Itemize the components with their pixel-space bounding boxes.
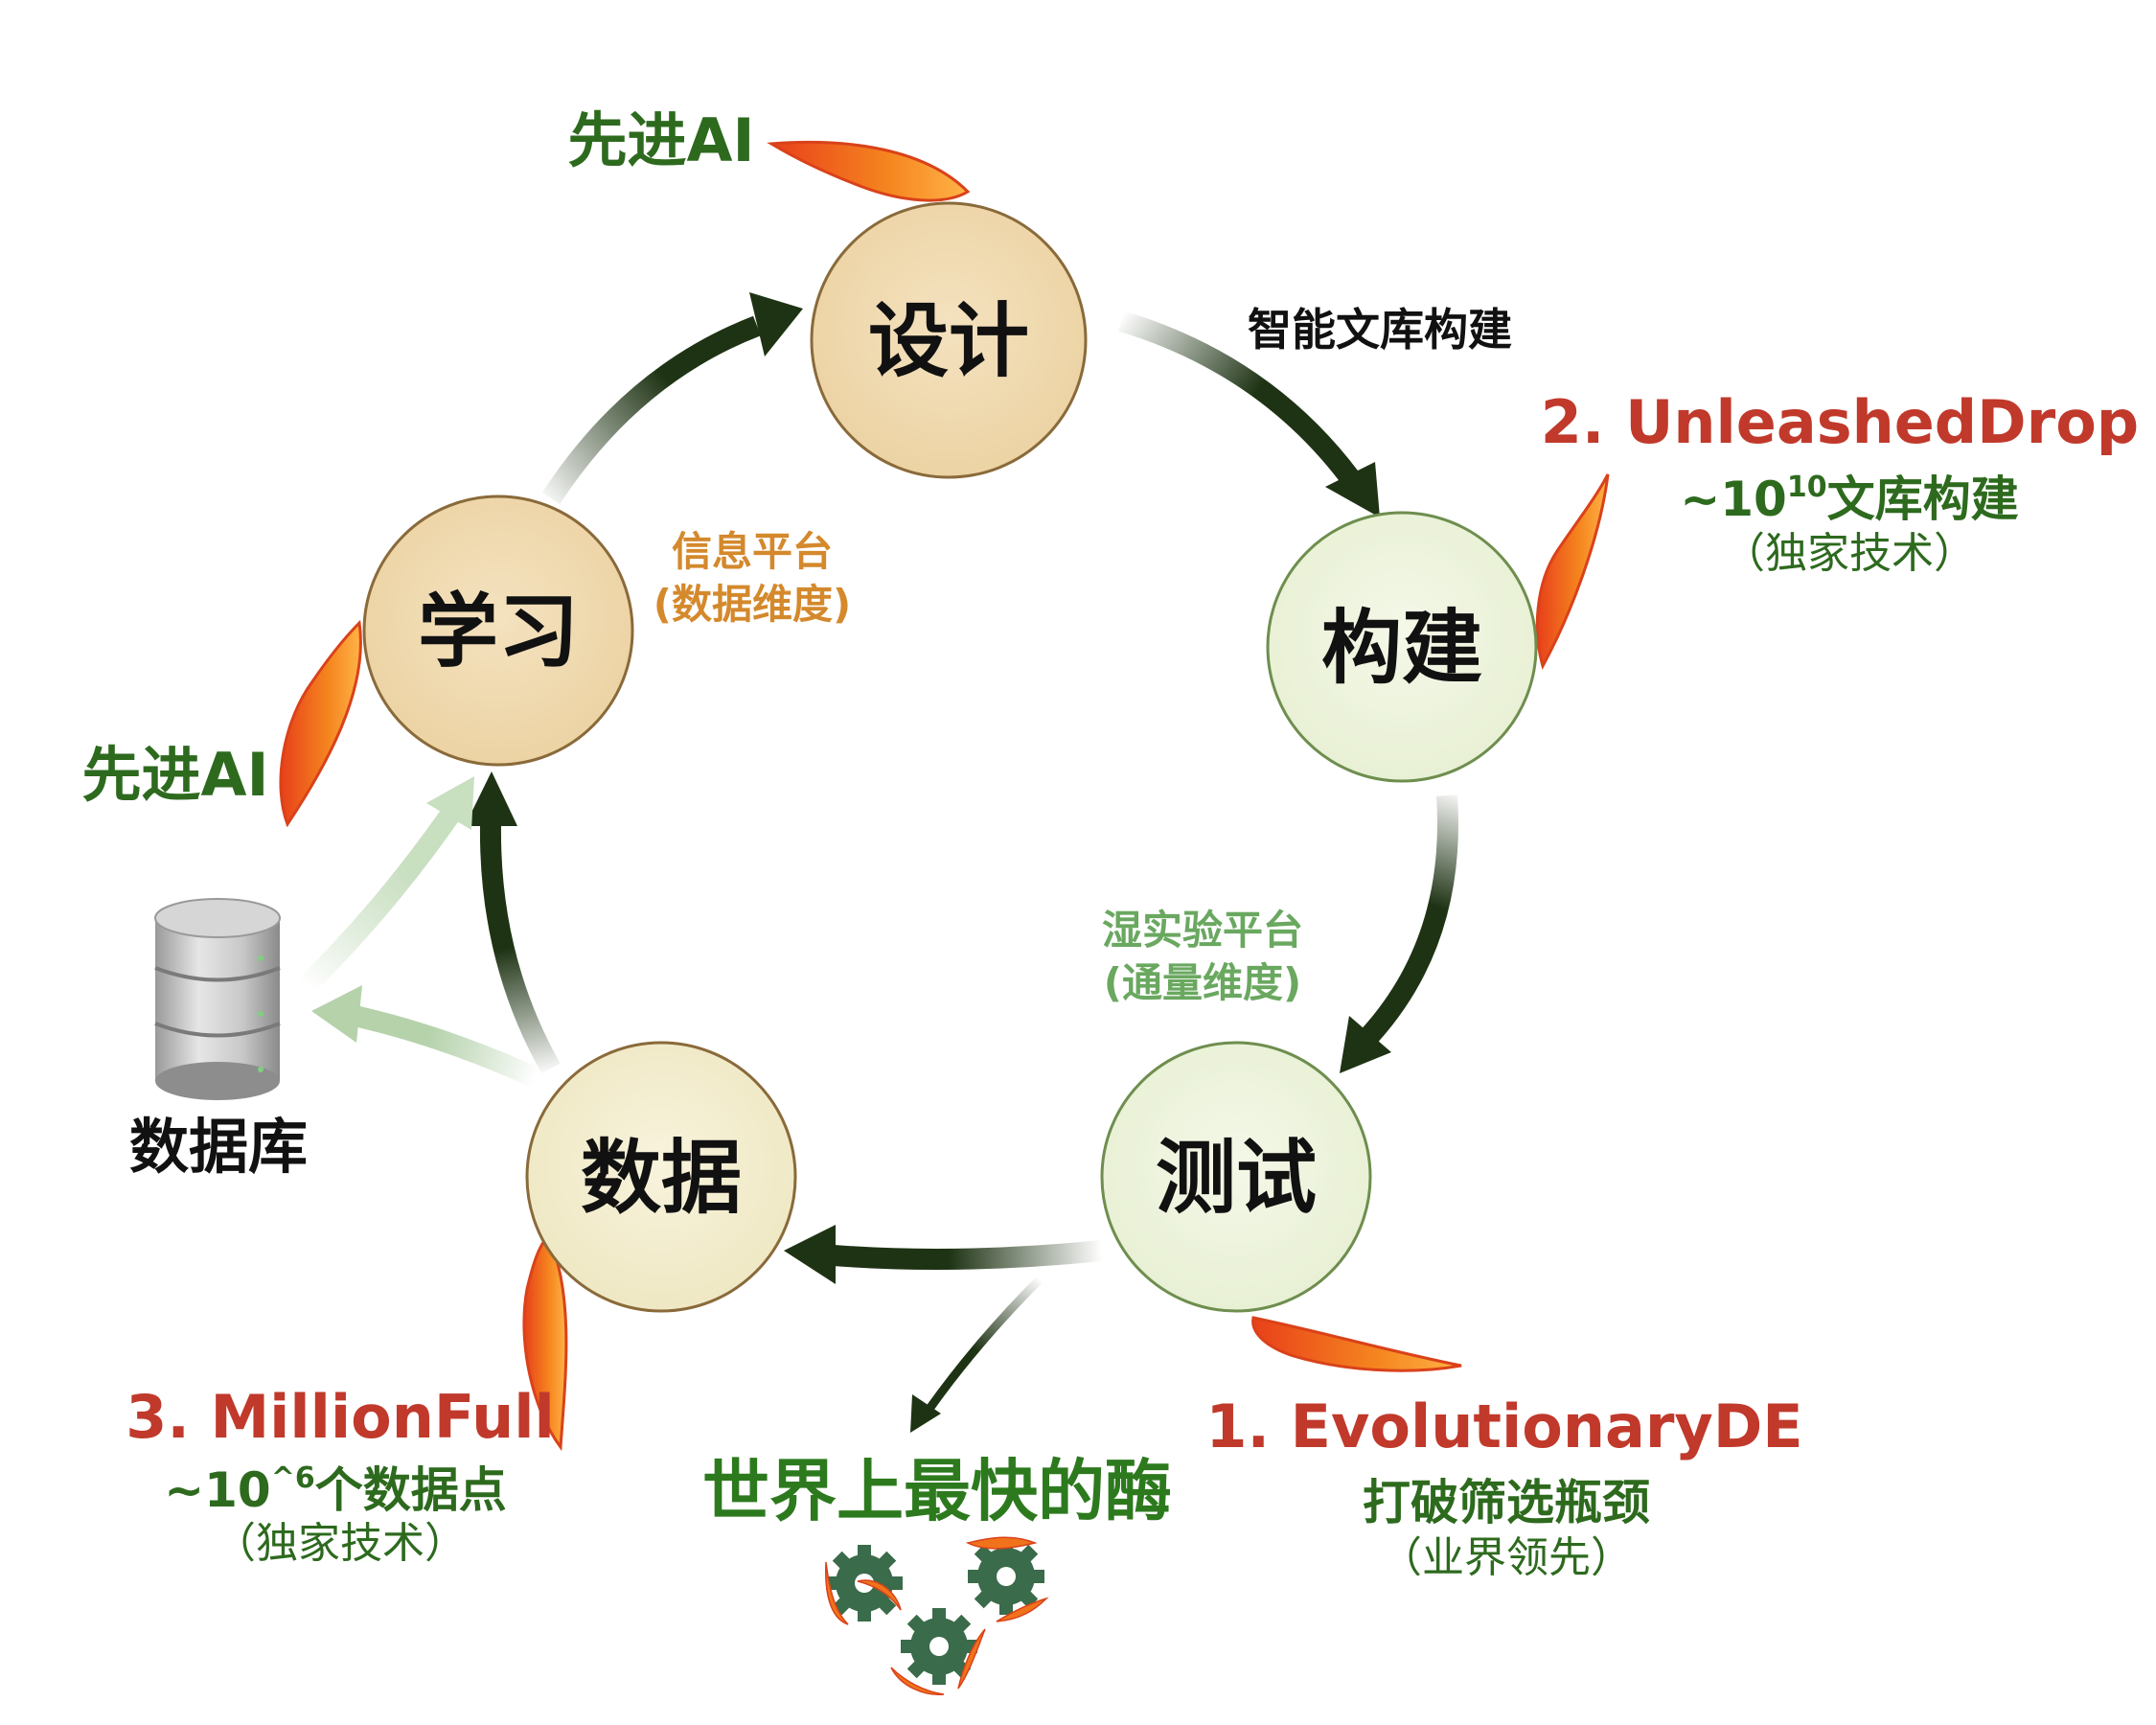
node-test: 测试: [1100, 1041, 1372, 1313]
flame-left: [279, 619, 362, 828]
advanced-ai-label-left: 先进AI: [81, 740, 268, 810]
enzyme-gears-icon: [825, 1536, 1049, 1695]
arrowhead-data-to-learn: [465, 771, 517, 826]
unleasheddrop-scale: ~1010文库构建: [1680, 471, 2018, 527]
node-build: 构建: [1266, 511, 1538, 783]
wetlab-platform-label: 湿实验平台: [1102, 907, 1303, 954]
flames: [279, 140, 1610, 1452]
arrowhead-design-to-build: [1325, 462, 1380, 518]
flame-top: [767, 140, 971, 202]
node-data: 数据: [525, 1041, 797, 1313]
edge-label-library-build: 智能文库构建: [1248, 304, 1512, 356]
arrow-test-to-data: [833, 1240, 1104, 1270]
millionfull-scale: ~10^6个数据点: [164, 1461, 507, 1518]
flame-right: [1535, 473, 1610, 670]
arrowhead-test-to-enzyme: [910, 1394, 941, 1433]
arrow-data-to-learn: [479, 823, 561, 1074]
evolutionaryde-title: 1. EvolutionaryDE: [1205, 1392, 1802, 1461]
gear-icon: [901, 1608, 977, 1685]
arrow-learn-to-design: [541, 315, 761, 505]
arrowhead-build-to-test: [1340, 1016, 1391, 1073]
millionfull-title: 3. MillionFull: [126, 1382, 555, 1452]
flame-bottom-right: [1251, 1316, 1462, 1372]
evolutionaryde-subtitle: 打破筛选瓶颈: [1363, 1475, 1650, 1530]
node-data-label: 数据: [581, 1131, 742, 1225]
arrow-design-to-build: [1117, 310, 1360, 486]
arrow-build-to-test: [1362, 794, 1458, 1043]
arrowhead-data-to-database: [311, 985, 362, 1043]
node-design-label: 设计: [868, 294, 1029, 388]
advanced-ai-label-top: 先进AI: [567, 105, 754, 175]
flame-bottom-left: [522, 1233, 568, 1452]
millionfull-note: （独家技术）: [214, 1519, 467, 1568]
node-learn: 学习: [362, 494, 634, 767]
arrows: [297, 292, 1458, 1433]
info-platform-sublabel: (数据维度): [654, 581, 851, 628]
evolutionaryde-note: （业界领先）: [1380, 1533, 1633, 1582]
wetlab-platform-sublabel: (通量维度): [1104, 959, 1301, 1006]
arrowhead-test-to-data: [784, 1225, 836, 1284]
arrow-data-to-database: [352, 1005, 541, 1089]
unleasheddrop-title: 2. UnleashedDrop: [1541, 387, 2139, 457]
node-build-label: 构建: [1321, 601, 1482, 695]
unleasheddrop-note: （独家技术）: [1723, 529, 1976, 578]
arrowhead-learn-to-design: [749, 292, 803, 356]
node-learn-label: 学习: [418, 585, 579, 678]
fastest-enzyme-label: 世界上最快的酶: [702, 1452, 1172, 1530]
arrow-test-to-enzyme: [926, 1276, 1044, 1412]
info-platform-label: 信息平台: [672, 528, 833, 575]
arrow-database-to-learn: [297, 808, 460, 995]
database-icon: [154, 898, 281, 1100]
node-test-label: 测试: [1156, 1131, 1317, 1225]
database-label: 数据库: [129, 1112, 308, 1182]
node-design: 设计: [810, 201, 1088, 479]
arrowhead-database-to-learn: [426, 776, 474, 830]
